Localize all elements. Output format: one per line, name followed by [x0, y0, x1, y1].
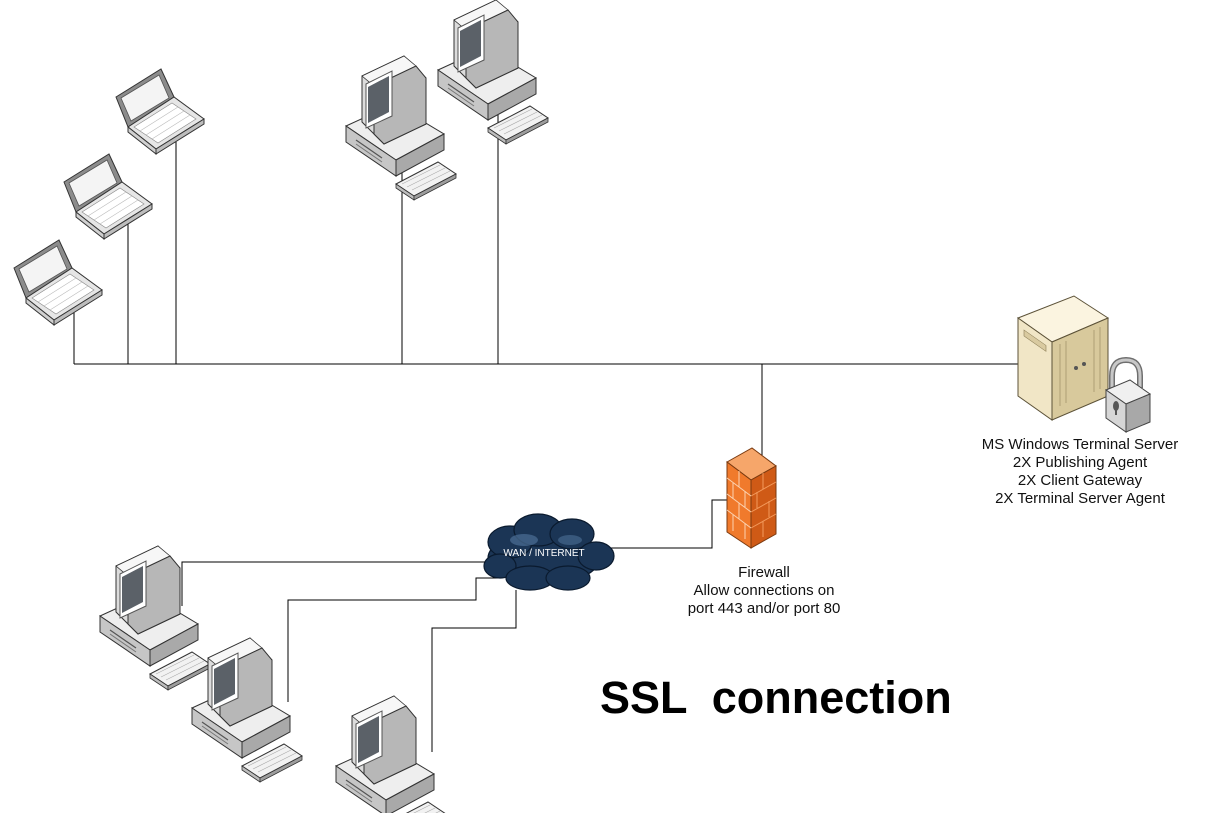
server-tower-icon — [1016, 295, 1110, 421]
remote-3-line — [431, 590, 517, 752]
remote-1-line — [181, 561, 490, 606]
firewall-label: Firewall Allow connections on port 443 a… — [664, 564, 864, 618]
connection-lines — [73, 108, 1025, 752]
desktop-computer-icon — [99, 545, 211, 691]
firewall-label-line: Firewall — [738, 564, 790, 581]
firewall-label-line: Allow connections on — [693, 582, 835, 599]
desktop-computer-icon — [335, 695, 447, 813]
desktop-computer-icon — [437, 0, 549, 145]
server-label-line: 2X Client Gateway — [1017, 472, 1143, 489]
laptop-icon — [63, 153, 153, 240]
cloud-label: WAN / INTERNET — [503, 548, 585, 559]
server-label-line: 2X Publishing Agent — [1012, 454, 1148, 471]
server-label: MS Windows Terminal Server 2X Publishing… — [960, 436, 1200, 508]
server-label-line: MS Windows Terminal Server — [981, 436, 1179, 453]
diagram-title: SSL connection — [600, 672, 952, 723]
firewall-cloud-line — [594, 499, 727, 549]
remote-2-line — [287, 577, 500, 702]
laptop-icon — [115, 68, 205, 155]
cloud-icon — [483, 513, 615, 591]
firewall-label-line: port 443 and/or port 80 — [687, 600, 841, 617]
padlock-icon — [1104, 356, 1152, 433]
laptop-icon — [13, 239, 103, 326]
server-label-line: 2X Terminal Server Agent — [995, 490, 1165, 507]
firewall-icon — [726, 447, 777, 549]
desktop-computer-icon — [191, 637, 303, 783]
